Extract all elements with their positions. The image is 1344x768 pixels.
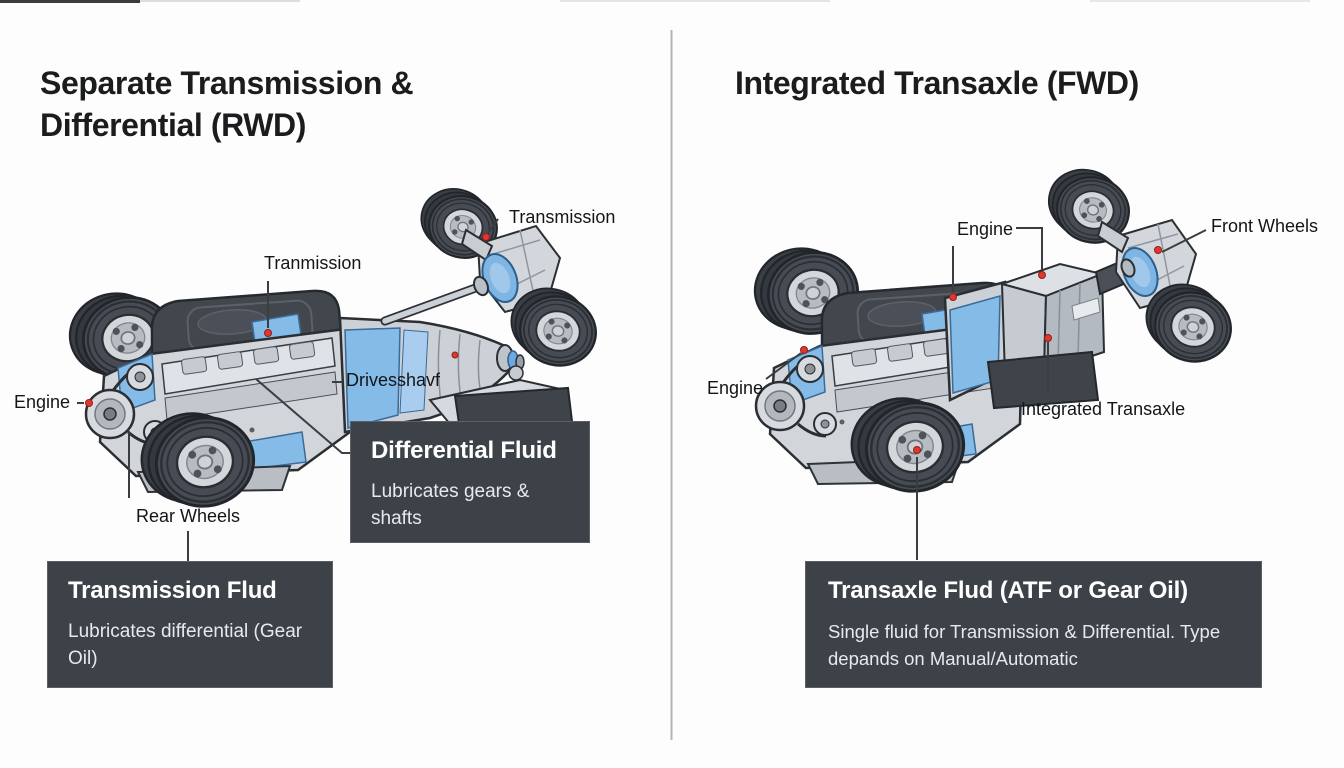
scan-artifact <box>0 0 140 3</box>
transmission-fluid-title: Transmission Flud <box>68 577 277 604</box>
rwd-label-rear-wheels: Rear Wheels <box>136 506 241 526</box>
differential-fluid-title: Differential Fluid <box>371 437 557 464</box>
rwd-markers <box>85 233 490 407</box>
fwd-label-engine-left: Engine <box>707 378 764 398</box>
transaxle-fluid-body: Single fluid for Transmission & Differen… <box>828 621 1221 669</box>
differential-fluid-callout: Differential Fluid Lubricates gears & sh… <box>350 421 590 543</box>
transmission-fluid-callout: Transmission Flud Lubricates differentia… <box>47 561 333 688</box>
rwd-panel-title: Separate Transmission & Differential (RW… <box>40 65 414 143</box>
fwd-panel-title: Integrated Transaxle (FWD) <box>735 65 1139 101</box>
transaxle-fluid-callout: Transaxle Flud (ATF or Gear Oil) Single … <box>805 561 1262 688</box>
fwd-label-integrated-transaxle: Integrated Transaxle <box>1021 399 1186 419</box>
fwd-leader-lines <box>765 227 1207 560</box>
differential-fluid-body: Lubricates gears & shafts <box>371 481 530 529</box>
rwd-label-transmission-top: Transmission <box>509 207 616 227</box>
rwd-label-engine: Engine <box>14 392 71 412</box>
fwd-markers <box>800 246 1162 454</box>
transaxle-fluid-title: Transaxle Flud (ATF or Gear Oil) <box>828 577 1188 604</box>
rwd-driveshaft <box>380 281 486 326</box>
fwd-label-engine-top: Engine <box>957 219 1014 239</box>
panel-divider <box>670 30 673 740</box>
rwd-leader-lines <box>77 218 499 561</box>
fwd-transaxle <box>943 262 1106 410</box>
fwd-label-front-wheels: Front Wheels <box>1211 216 1319 236</box>
fwd-drivetrain-illustration <box>745 161 1241 560</box>
rwd-label-transmission-mid: Tranmission <box>264 253 362 273</box>
transmission-fluid-body: Lubricates differential (Gear Oil) <box>68 621 303 669</box>
rwd-label-driveshaft: Drivesshavf <box>346 370 441 390</box>
